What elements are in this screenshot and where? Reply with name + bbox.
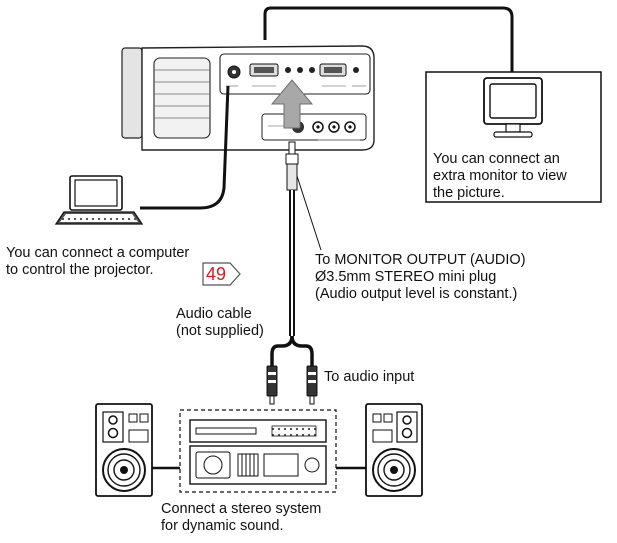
cd-player <box>189 419 327 443</box>
stereo-note-line: for dynamic sound. <box>161 518 284 534</box>
monitor-output-line: Ø3.5mm STEREO mini plug <box>315 269 497 285</box>
monitor-cable <box>263 6 514 72</box>
monitor-note-line: extra monitor to view <box>433 168 567 184</box>
page-reference-number[interactable]: 49 <box>205 264 227 284</box>
connection-arrow <box>270 79 314 129</box>
audio-input-line: To audio input <box>324 369 415 385</box>
monitor-note: You can connect an extra monitor to view… <box>433 151 567 202</box>
laptop-computer <box>54 175 144 225</box>
computer-note: You can connect a computer to control th… <box>6 245 189 279</box>
monitor-output-line: (Audio output level is constant.) <box>315 286 518 302</box>
stereo-note: Connect a stereo system for dynamic soun… <box>161 501 321 535</box>
monitor-output-line: To MONITOR OUTPUT (AUDIO) <box>315 252 526 268</box>
audio-cable-note: Audio cable (not supplied) <box>176 306 264 340</box>
monitor-output-note: To MONITOR OUTPUT (AUDIO) Ø3.5mm STEREO … <box>315 252 526 303</box>
monitor-note-line: You can connect an <box>433 151 560 167</box>
page-reference-marker <box>202 262 241 286</box>
rca-plug-right <box>306 365 318 405</box>
audio-input-note: To audio input <box>324 369 414 386</box>
projector <box>121 45 375 151</box>
computer-note-line: to control the projector. <box>6 262 154 278</box>
speaker-left <box>95 403 153 497</box>
rca-plug-left <box>266 365 278 405</box>
audio-cable-line: (not supplied) <box>176 323 264 339</box>
audio-cable-line: Audio cable <box>176 306 252 322</box>
computer-cable <box>140 85 230 210</box>
external-monitor <box>425 71 602 203</box>
monitor-note-line: the picture. <box>433 185 505 201</box>
computer-note-line: You can connect a computer <box>6 245 190 261</box>
speaker-right <box>365 403 423 497</box>
stereo-note-line: Connect a stereo system <box>161 501 322 517</box>
stereo-system <box>150 409 366 493</box>
